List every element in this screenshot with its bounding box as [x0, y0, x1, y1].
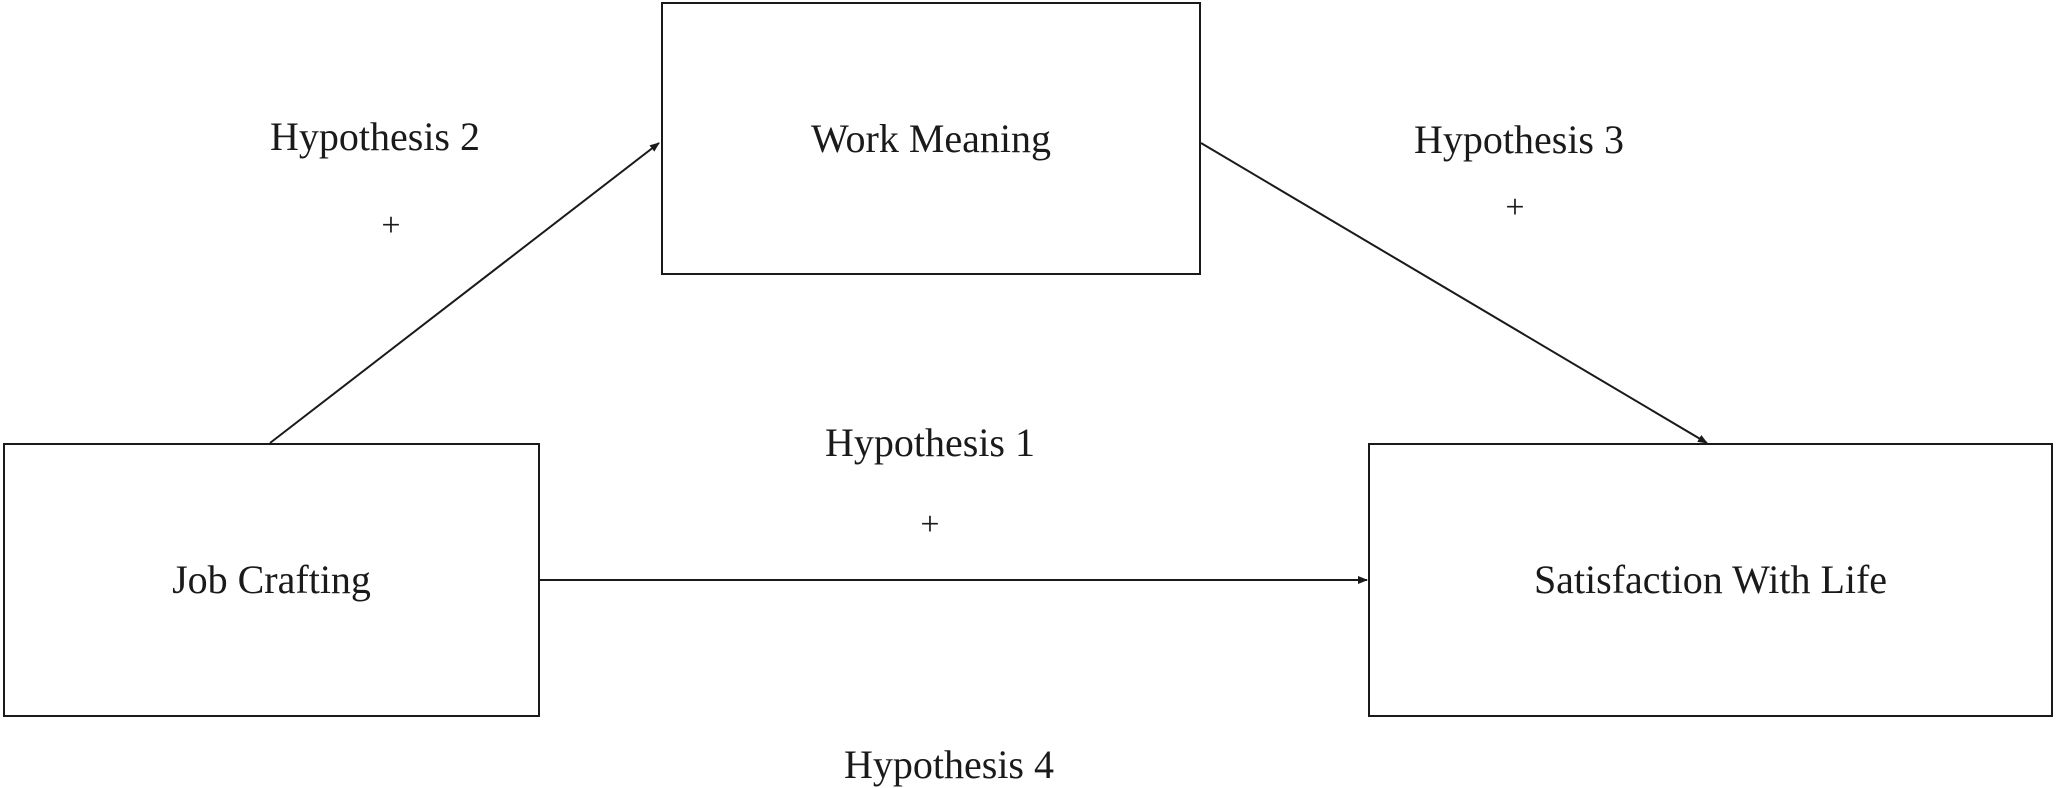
job-crafting-node: Job Crafting	[3, 443, 540, 717]
arrow-work-meaning-to-satisfaction	[1200, 142, 1708, 444]
hypothesis-1-label: Hypothesis 1	[825, 420, 1035, 465]
hypothesis-1-sign: +	[920, 506, 940, 543]
work-meaning-label: Work Meaning	[810, 115, 1052, 161]
satisfaction-with-life-label: Satisfaction With Life	[1533, 557, 1888, 602]
hypothesis-4-label: Hypothesis 4	[844, 742, 1054, 787]
hypothesis-3-label: Hypothesis 3	[1414, 117, 1624, 162]
hypothesis-2-label: Hypothesis 2	[270, 114, 480, 159]
hypothesis-2-sign: +	[381, 207, 401, 244]
job-crafting-label: Job Crafting	[172, 557, 371, 602]
satisfaction-with-life-node: Satisfaction With Life	[1368, 443, 2053, 717]
work-meaning-node: Work Meaning	[661, 2, 1201, 275]
hypothesis-3-sign: +	[1505, 189, 1525, 226]
arrow-job-crafting-to-work-meaning	[269, 142, 660, 444]
